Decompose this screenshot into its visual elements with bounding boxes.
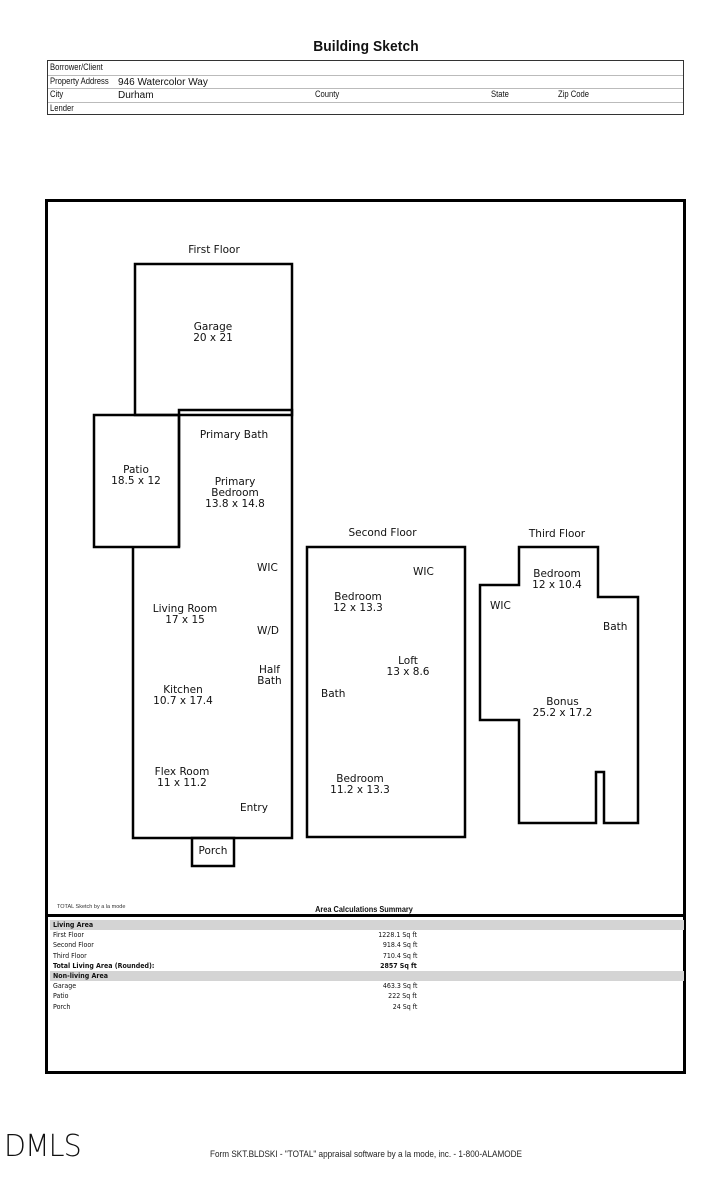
room-dims: 12 x 10.4 — [532, 579, 582, 591]
summary-title: Area Calculations Summary — [315, 905, 413, 914]
state-label: State — [491, 89, 509, 99]
room-half-bath: Half Bath — [257, 664, 282, 687]
room-bath-2: Bath — [321, 688, 346, 700]
city-row: City Durham County State Zip Code — [48, 88, 683, 103]
summary-divider — [45, 914, 686, 917]
room-primary-bath: Primary Bath — [199, 429, 269, 441]
room-name: Bedroom — [533, 568, 581, 580]
first-floor-title: First Floor — [188, 244, 240, 256]
county-label: County — [315, 89, 340, 99]
calc-row-living-area: Living Area — [50, 920, 684, 931]
room-dims: 10.7 x 17.4 — [153, 695, 213, 707]
lender-label: Lender — [50, 102, 74, 113]
room-entry: Entry — [240, 802, 268, 814]
room-garage: Garage 20 x 21 — [183, 322, 243, 344]
document-title: Building Sketch — [313, 39, 419, 55]
dmls-logo: DMLS — [4, 1129, 82, 1164]
third-floor-outline — [478, 545, 640, 825]
calc-row-second-floor: Second Floor 918.4 Sq ft — [53, 941, 417, 950]
calc-row-patio: Patio 222 Sq ft — [53, 992, 417, 1001]
room-loft: Loft 13 x 8.6 — [378, 656, 438, 678]
area-calculations-table: Living Area First Floor 1228.1 Sq ft Sec… — [50, 920, 684, 1012]
borrower-label: Borrower/Client — [50, 62, 103, 72]
room-dims: 17 x 15 — [165, 614, 205, 626]
calc-row-non-living-area: Non-living Area — [50, 970, 684, 982]
room-bedroom-2b: Bedroom 11.2 x 13.3 — [325, 774, 395, 796]
room-wic: WIC — [257, 562, 278, 574]
borrower-row: Borrower/Client — [48, 61, 683, 76]
room-living-room: Living Room 17 x 15 — [145, 604, 225, 626]
address-row: Property Address 946 Watercolor Way — [48, 75, 683, 89]
room-name: Patio — [123, 464, 149, 476]
address-label: Property Address — [50, 75, 109, 86]
calc-row-third-floor: Third Floor 710.4 Sq ft — [53, 951, 417, 960]
room-dims: 13 x 8.6 — [386, 666, 430, 678]
room-name: Garage — [193, 321, 233, 333]
porch-outline — [190, 836, 236, 868]
first-floor-outline — [131, 408, 294, 840]
room-dims: 20 x 21 — [193, 332, 233, 344]
room-dims: 18.5 x 12 — [111, 475, 161, 487]
room-dims: 13.8 x 14.8 — [205, 498, 265, 510]
room-dims: 25.2 x 17.2 — [532, 707, 593, 719]
room-name: Flex Room — [154, 766, 210, 778]
room-name: Bedroom — [336, 773, 384, 785]
calc-row-garage: Garage 463.3 Sq ft — [53, 982, 417, 991]
room-name: Bonus — [546, 696, 579, 708]
second-floor-title: Second Floor — [348, 527, 417, 539]
room-name: Loft — [398, 655, 418, 667]
room-name: Bedroom — [334, 591, 382, 603]
city-value: Durham — [118, 90, 154, 101]
room-kitchen: Kitchen 10.7 x 17.4 — [148, 685, 218, 707]
room-patio: Patio 18.5 x 12 — [106, 465, 166, 487]
room-dims: 11 x 11.2 — [157, 777, 207, 789]
room-wd: W/D — [257, 625, 280, 637]
room-bonus: Bonus 25.2 x 17.2 — [530, 697, 595, 719]
third-floor-title: Third Floor — [528, 528, 586, 540]
room-primary-bedroom: Primary Bedroom 13.8 x 14.8 — [205, 477, 265, 510]
address-value: 946 Watercolor Way — [118, 76, 208, 88]
room-name: Kitchen — [163, 684, 203, 696]
room-name: Living Room — [152, 603, 218, 615]
room-porch: Porch — [198, 845, 228, 857]
garage-outline — [133, 262, 294, 417]
calc-row-porch: Porch 24 Sq ft — [53, 1002, 417, 1011]
sketch-frame — [45, 199, 686, 1074]
calc-row-first-floor: First Floor 1228.1 Sq ft — [53, 931, 417, 940]
room-bedroom-2a: Bedroom 12 x 13.3 — [328, 592, 388, 614]
room-bath-3: Bath — [603, 621, 628, 633]
room-dims: 12 x 13.3 — [333, 602, 383, 614]
room-name: Primary Bedroom — [211, 476, 259, 499]
second-floor-outline — [305, 545, 467, 839]
calc-row-total-living: Total Living Area (Rounded): 2857 Sq ft — [53, 961, 417, 970]
room-flex-room: Flex Room 11 x 11.2 — [147, 767, 217, 789]
sketch-credit: TOTAL Sketch by a la mode — [57, 904, 126, 910]
zip-label: Zip Code — [558, 89, 590, 99]
room-wic-2: WIC — [413, 566, 434, 578]
room-wic-3: WIC — [490, 600, 511, 612]
room-bedroom-3: Bedroom 12 x 10.4 — [527, 569, 587, 591]
lender-row: Lender — [48, 102, 683, 116]
form-footer-text: Form SKT.BLDSKI - "TOTAL" appraisal soft… — [210, 1149, 522, 1160]
property-header-table: Borrower/Client Property Address 946 Wat… — [47, 60, 684, 115]
room-dims: 11.2 x 13.3 — [330, 784, 390, 796]
city-label: City — [50, 89, 64, 99]
